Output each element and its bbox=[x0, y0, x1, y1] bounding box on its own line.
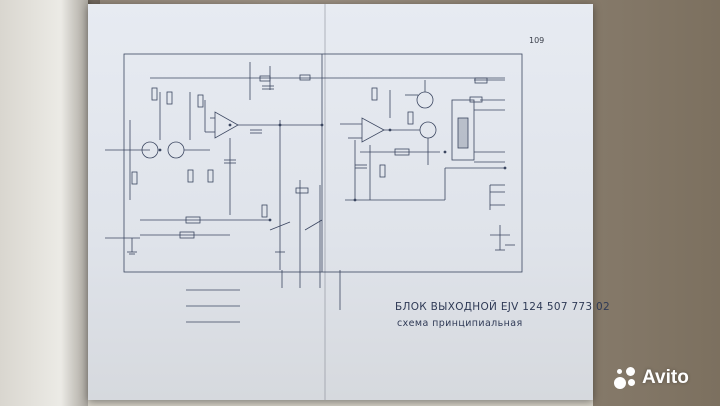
schematic-border bbox=[123, 53, 523, 273]
avito-logo-icon bbox=[612, 365, 638, 391]
avito-logo-text: Avito bbox=[642, 367, 689, 388]
schematic-sheet bbox=[88, 4, 593, 400]
schematic-subtitle: схема принципиальная bbox=[397, 318, 523, 329]
sheet-fold bbox=[324, 4, 326, 400]
avito-watermark: Avito bbox=[612, 365, 689, 391]
book-left-page bbox=[0, 0, 88, 406]
schematic-title: БЛОК ВЫХОДНОЙ EJV 124 507 773 02 bbox=[395, 301, 610, 313]
page-number: 109 bbox=[529, 36, 545, 45]
